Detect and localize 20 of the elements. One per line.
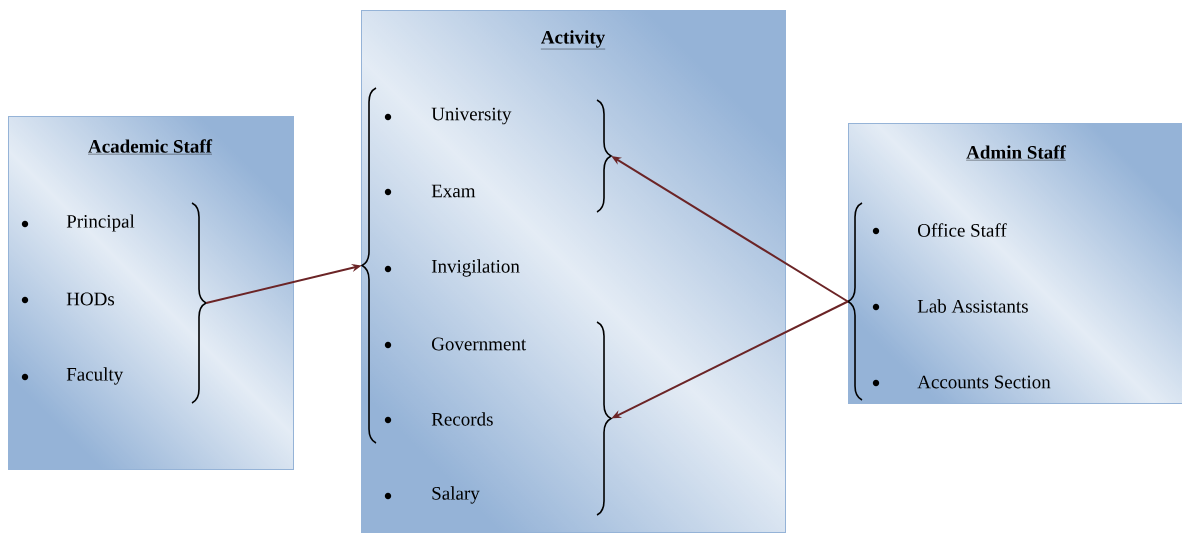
list-item: Records	[431, 412, 493, 426]
heading: Admin Staff	[965, 145, 1067, 161]
list-item: Government	[432, 337, 527, 351]
list-item: Salary	[432, 486, 480, 504]
list-item: Exam	[431, 184, 476, 198]
list-item: Office Staff	[918, 223, 1007, 237]
list-item: Accounts Section	[917, 375, 1051, 389]
heading: Activity	[540, 30, 606, 50]
brace	[361, 87, 377, 444]
brace	[596, 321, 612, 516]
list-item: Faculty	[66, 367, 124, 385]
list-item: HODs	[66, 292, 115, 306]
brace	[847, 202, 863, 401]
brace	[596, 99, 612, 213]
list-item: Lab Assistants	[917, 299, 1028, 313]
list-item: Invigilation	[431, 259, 520, 277]
list-item: Principal	[66, 214, 135, 232]
heading: Academic Staff	[87, 139, 213, 155]
list-item: University	[431, 107, 512, 125]
brace	[191, 202, 207, 404]
